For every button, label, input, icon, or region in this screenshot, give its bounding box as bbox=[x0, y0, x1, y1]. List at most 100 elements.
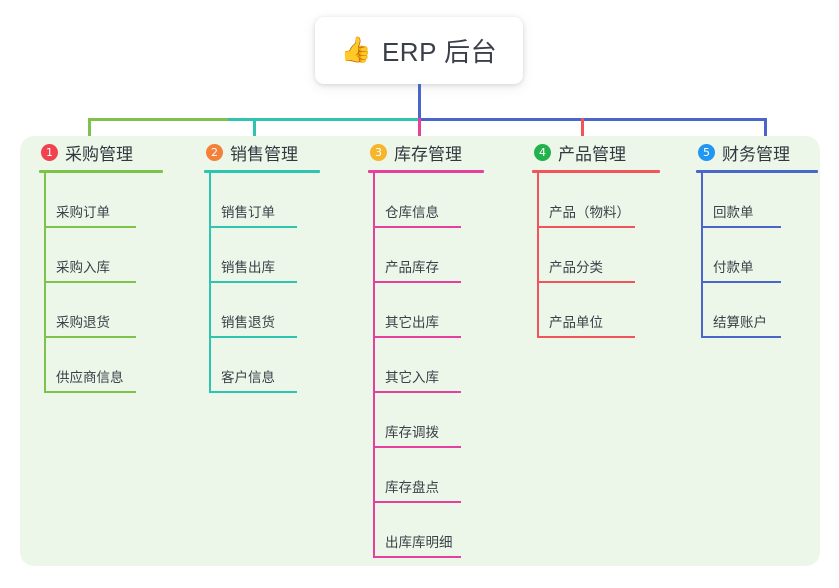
menu-item[interactable]: 销售出库 bbox=[209, 228, 320, 283]
menu-item-label: 产品分类 bbox=[549, 260, 603, 275]
menu-item[interactable]: 采购退货 bbox=[44, 283, 163, 338]
menu-item[interactable]: 供应商信息 bbox=[44, 338, 163, 393]
column-rule-3 bbox=[368, 170, 484, 173]
column-spine-5 bbox=[701, 173, 703, 338]
menu-item-rule bbox=[209, 336, 297, 338]
menu-item-rule bbox=[373, 501, 461, 503]
column-items-5: 回款单付款单结算账户 bbox=[696, 173, 818, 338]
connector-drop-3 bbox=[418, 118, 421, 144]
menu-item-rule bbox=[537, 281, 635, 283]
menu-item-label: 采购订单 bbox=[56, 205, 110, 220]
menu-item-label: 仓库信息 bbox=[385, 205, 439, 220]
menu-item[interactable]: 结算账户 bbox=[701, 283, 818, 338]
menu-item[interactable]: 出库库明细 bbox=[373, 503, 484, 558]
column-2: 2 销售管理销售订单销售出库销售退货客户信息 bbox=[204, 136, 320, 393]
connector-bus-blue bbox=[418, 118, 767, 121]
column-title-3: 库存管理 bbox=[394, 144, 462, 164]
connector-bus-green bbox=[88, 118, 229, 121]
menu-item-label: 产品（物料） bbox=[549, 205, 630, 220]
column-badge-2: 2 bbox=[206, 143, 223, 161]
column-spine-1 bbox=[44, 173, 46, 393]
menu-item[interactable]: 回款单 bbox=[701, 173, 818, 228]
column-badge-4: 4 bbox=[534, 143, 551, 161]
column-spine-3 bbox=[373, 173, 375, 558]
menu-item-rule bbox=[373, 226, 461, 228]
menu-item-rule bbox=[373, 391, 461, 393]
menu-item[interactable]: 仓库信息 bbox=[373, 173, 484, 228]
column-rule-2 bbox=[204, 170, 320, 173]
menu-item-label: 产品库存 bbox=[385, 260, 439, 275]
column-spine-2 bbox=[209, 173, 211, 393]
column-header-1[interactable]: 1 采购管理 bbox=[39, 136, 163, 168]
menu-item-rule bbox=[701, 226, 781, 228]
menu-item[interactable]: 产品分类 bbox=[537, 228, 660, 283]
menu-item-rule bbox=[701, 281, 781, 283]
column-header-5[interactable]: 5 财务管理 bbox=[696, 136, 818, 168]
connector-drop-1 bbox=[88, 118, 91, 144]
column-badge-5: 5 bbox=[698, 143, 715, 161]
menu-item-label: 其它出库 bbox=[385, 315, 439, 330]
menu-item-label: 供应商信息 bbox=[56, 370, 124, 385]
menu-item[interactable]: 产品单位 bbox=[537, 283, 660, 338]
menu-item-label: 采购入库 bbox=[56, 260, 110, 275]
column-title-1: 采购管理 bbox=[65, 144, 133, 164]
column-rule-5 bbox=[696, 170, 818, 173]
menu-item[interactable]: 其它出库 bbox=[373, 283, 484, 338]
menu-item[interactable]: 其它入库 bbox=[373, 338, 484, 393]
menu-item[interactable]: 产品库存 bbox=[373, 228, 484, 283]
menu-item[interactable]: 采购入库 bbox=[44, 228, 163, 283]
menu-item-rule bbox=[209, 391, 297, 393]
menu-item-label: 出库库明细 bbox=[385, 535, 453, 550]
menu-item-label: 产品单位 bbox=[549, 315, 603, 330]
menu-item-label: 客户信息 bbox=[221, 370, 275, 385]
menu-item-rule bbox=[209, 226, 297, 228]
menu-item-label: 回款单 bbox=[713, 205, 754, 220]
column-badge-1: 1 bbox=[41, 143, 58, 161]
menu-item[interactable]: 客户信息 bbox=[209, 338, 320, 393]
menu-item-rule bbox=[701, 336, 781, 338]
menu-item[interactable]: 付款单 bbox=[701, 228, 818, 283]
column-title-4: 产品管理 bbox=[558, 144, 626, 164]
connector-bus-teal bbox=[228, 118, 419, 121]
menu-item-label: 结算账户 bbox=[713, 315, 767, 330]
column-title-5: 财务管理 bbox=[722, 144, 790, 164]
column-5: 5 财务管理回款单付款单结算账户 bbox=[696, 136, 818, 338]
column-items-4: 产品（物料） 产品分类产品单位 bbox=[532, 173, 660, 338]
column-rule-4 bbox=[532, 170, 660, 173]
column-items-1: 采购订单采购入库采购退货供应商信息 bbox=[39, 173, 163, 393]
menu-item-rule bbox=[373, 336, 461, 338]
menu-item-rule bbox=[373, 281, 461, 283]
thumbs-up-icon: 👍 bbox=[340, 36, 372, 64]
root-title-card: 👍 ERP 后台 bbox=[315, 17, 523, 84]
connector-drop-4 bbox=[581, 118, 584, 144]
menu-item[interactable]: 库存盘点 bbox=[373, 448, 484, 503]
column-spine-4 bbox=[537, 173, 539, 338]
connector-stem bbox=[418, 84, 421, 119]
menu-item-label: 库存盘点 bbox=[385, 480, 439, 495]
column-header-2[interactable]: 2 销售管理 bbox=[204, 136, 320, 168]
menu-item-rule bbox=[44, 391, 136, 393]
column-header-4[interactable]: 4 产品管理 bbox=[532, 136, 660, 168]
menu-item-label: 库存调拨 bbox=[385, 425, 439, 440]
menu-item[interactable]: 采购订单 bbox=[44, 173, 163, 228]
menu-item-rule bbox=[44, 226, 136, 228]
menu-item[interactable]: 销售订单 bbox=[209, 173, 320, 228]
column-items-2: 销售订单销售出库销售退货客户信息 bbox=[204, 173, 320, 393]
menu-item-label: 采购退货 bbox=[56, 315, 110, 330]
menu-item-rule bbox=[44, 336, 136, 338]
connector-drop-5 bbox=[764, 118, 767, 144]
column-badge-3: 3 bbox=[370, 143, 387, 161]
menu-item[interactable]: 销售退货 bbox=[209, 283, 320, 338]
menu-item-label: 其它入库 bbox=[385, 370, 439, 385]
column-items-3: 仓库信息产品库存其它出库其它入库库存调拨库存盘点出库库明细 bbox=[368, 173, 484, 558]
column-header-3[interactable]: 3 库存管理 bbox=[368, 136, 484, 168]
menu-item[interactable]: 库存调拨 bbox=[373, 393, 484, 448]
menu-item[interactable]: 产品（物料） bbox=[537, 173, 660, 228]
menu-item-label: 付款单 bbox=[713, 260, 754, 275]
column-title-2: 销售管理 bbox=[230, 144, 298, 164]
menu-item-label: 销售出库 bbox=[221, 260, 275, 275]
menu-item-rule bbox=[209, 281, 297, 283]
menu-item-rule bbox=[537, 226, 635, 228]
diagram-panel: 1 采购管理采购订单采购入库采购退货供应商信息 2 销售管理销售订单销售出库销售退货客… bbox=[20, 136, 820, 566]
menu-item-rule bbox=[44, 281, 136, 283]
